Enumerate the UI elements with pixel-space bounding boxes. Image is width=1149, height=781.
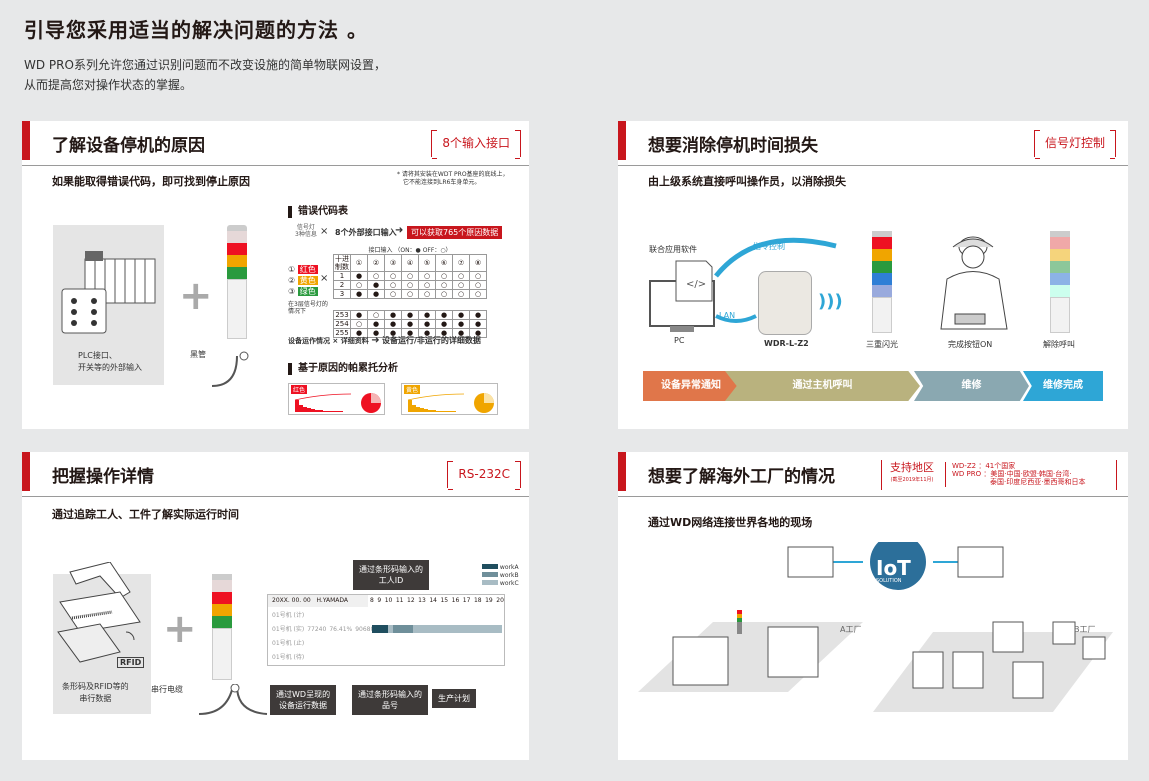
hour-label: 20 (496, 597, 504, 604)
color-legend: ① 红色 ② 黄色 ③ 绿色 (288, 265, 318, 296)
omit-note: 在3层信号灯的情况下 (288, 301, 328, 315)
hour-label: 18 (473, 597, 482, 604)
cable-label: 串行电缆 (151, 685, 183, 694)
flow-step-2: 通过主机呼叫 (725, 371, 920, 401)
callout-plan: 生产计划 (432, 689, 476, 708)
result-tag: 可以获取765个原因数据 (407, 226, 503, 239)
gantt-row: 01号机 (计) (272, 612, 305, 619)
page-title: 引导您采用适当的解决问题的方法 。 (24, 18, 368, 42)
wireless-icon: ))) (818, 291, 843, 312)
flow-step-3: 维修 (914, 371, 1029, 401)
pareto-yellow: 黄色 (401, 383, 498, 415)
factory-illustration (638, 542, 1113, 712)
card-overseas: 想要了解海外工厂的情况 支持地区(截至2019年11月) WD-Z2 ：41个国… (618, 452, 1128, 760)
hour-label: 12 (407, 597, 415, 604)
flash-label: 三重闪光 (866, 340, 898, 349)
gantt-row: 01号机 (待) (272, 654, 305, 661)
signal-tower (212, 574, 232, 680)
network-diagram: </> (649, 237, 837, 332)
card-operation-details: 把握操作详情 RS-232C 通过追踪工人、工件了解实际运行时间 RFID 条形… (22, 452, 529, 760)
card-title: 把握操作详情 (52, 467, 154, 487)
card-subtitle: 如果能取得错误代码，即可找到停止原因 (52, 175, 250, 188)
serial-cable (198, 684, 268, 715)
badge-regions: 支持地区(截至2019年11月) WD-Z2 ：41个国家 WD PRO ：美国… (881, 460, 1117, 490)
accent-bar (22, 121, 30, 160)
pc-label: PC (674, 336, 685, 345)
badge-rs232c: RS-232C (447, 461, 521, 490)
callout-wd-data: 通过WD呈现的设备运行数据 (270, 685, 337, 715)
formula-input: 8个外部接口输入 (335, 228, 397, 237)
pareto-red: 红色 (288, 383, 385, 415)
badge-inputs: 8个输入接口 (431, 130, 521, 159)
hour-label: 9 (377, 597, 382, 604)
plus-icon: + (179, 273, 213, 319)
hour-label: 10 (384, 597, 393, 604)
signal-tower-released (1050, 231, 1070, 333)
app-label: 联合应用软件 (649, 245, 697, 254)
plc-illustration (61, 251, 156, 334)
formula2: 设备运作情况 × 详细资料 ➜ 设备运行/非运行的详细数据 (288, 335, 481, 346)
signal-tower-flash (872, 231, 892, 333)
card-subtitle: 通过WD网络连接世界各地的现场 (648, 516, 813, 529)
error-table-heading: 错误代码表 (288, 206, 348, 218)
hour-label: 8 (370, 597, 374, 604)
pareto-heading: 基于原因的帕累托分析 (288, 363, 398, 375)
factory-b-label: B工厂 (1074, 625, 1096, 634)
chart-legend: workA workB workC (482, 564, 519, 588)
flow-step-4: 维修完成 (1023, 371, 1103, 401)
signal-tower (227, 225, 247, 339)
hour-label: 14 (429, 597, 437, 604)
note: * 请将其安装在WDT PRO基座的底线上，它不能连接到LR6车身单元。 (397, 171, 509, 186)
card-title: 想要了解海外工厂的情况 (648, 467, 835, 487)
rfid-label: RFID (117, 657, 145, 668)
svg-text:</>: </> (686, 279, 706, 290)
hour-label: 15 (440, 597, 449, 604)
callout-part-no: 通过条形码输入的品号 (352, 685, 428, 715)
scanner-illustration (57, 562, 141, 663)
factory-a-label: A工厂 (840, 625, 862, 634)
hour-label: 11 (395, 597, 404, 604)
gantt-row: 01号机 (止) (272, 640, 305, 647)
badge-signal: 信号灯控制 (1033, 130, 1116, 159)
flow-step-1: 设备异常通知 (643, 371, 739, 401)
cable (211, 351, 249, 387)
hour-label: 17 (462, 597, 471, 604)
intro-text: WD PRO系列允许您通过识别问题而不改变设施的简单物联网设置， 从而提高您对操… (24, 58, 386, 92)
wdr-device (758, 271, 812, 335)
card-stop-cause: 了解设备停机的原因 8个输入接口 如果能取得错误代码，即可找到停止原因 * 请将… (22, 121, 529, 429)
device-label: WDR-L-Z2 (764, 339, 809, 348)
hour-label: 13 (418, 597, 426, 604)
arrow-icon: ➜ (395, 225, 404, 236)
plc-label: PLC接口、开关等的外部输入 (78, 351, 142, 372)
hour-label: 19 (485, 597, 493, 604)
iot-logo: IoT (876, 556, 911, 580)
card-subtitle: 由上级系统直接呼叫操作员，以消除损失 (648, 175, 846, 188)
lan-label: LAN (719, 311, 736, 320)
hour-label: 16 (451, 597, 460, 604)
press-label: 完成按钮ON (948, 340, 993, 349)
plus-icon: + (163, 606, 197, 652)
cable-label: 黑管 (190, 350, 206, 359)
serial-label: 条形码及RFID等的串行数据 (62, 682, 129, 703)
card-title: 了解设备停机的原因 (52, 136, 205, 156)
card-downtime: 想要消除停机时间损失 信号灯控制 由上级系统直接呼叫操作员，以消除损失 联合应用… (618, 121, 1128, 429)
release-label: 解除呼叫 (1043, 340, 1075, 349)
card-subtitle: 通过追踪工人、工件了解实际运行时间 (52, 508, 239, 521)
cmd-label: 指令控制 (753, 242, 785, 251)
card-title: 想要消除停机时间损失 (648, 136, 818, 156)
operator-illustration (940, 236, 1008, 330)
callout-worker-id: 通过条形码输入的工人ID (353, 560, 429, 590)
